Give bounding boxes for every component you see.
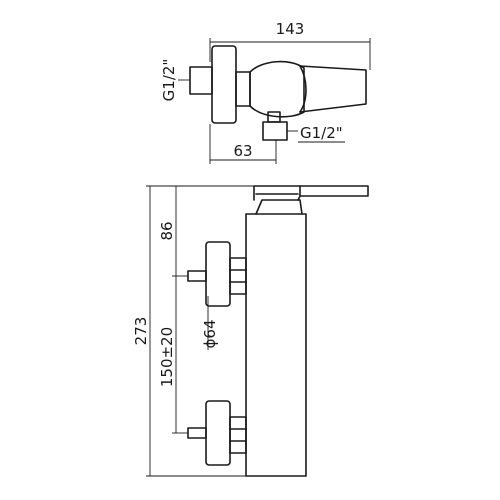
dimension-63: 63 xyxy=(209,124,277,164)
mixer-body-front xyxy=(245,213,307,477)
dim-label-diameter: ϕ64 xyxy=(201,320,219,349)
inlet-left: G1/2" xyxy=(160,45,237,124)
dimension-143: 143 xyxy=(209,20,371,70)
thread-label-bottom: G1/2" xyxy=(300,124,343,142)
dimension-150: 150±20 xyxy=(158,276,188,434)
upper-connection xyxy=(187,241,247,307)
mixer-body-top xyxy=(235,60,367,118)
front-view: 273 86 150±20 ϕ64 xyxy=(132,185,369,477)
outlet-bottom: G1/2" xyxy=(262,111,345,143)
dim-label-150: 150±20 xyxy=(158,327,176,387)
dim-label-273: 273 xyxy=(132,317,150,346)
lower-connection xyxy=(187,400,247,466)
dim-label-143: 143 xyxy=(276,20,305,38)
dim-label-63: 63 xyxy=(233,142,252,160)
lever-handle xyxy=(253,185,369,215)
dimension-86: 86 xyxy=(158,186,188,277)
dimension-diameter: ϕ64 xyxy=(201,296,219,350)
dim-label-86: 86 xyxy=(158,221,176,240)
thread-label-left: G1/2" xyxy=(160,59,178,102)
dimension-273: 273 xyxy=(132,185,260,477)
top-view: 143 G1/2" G1/2" 63 xyxy=(160,20,371,164)
